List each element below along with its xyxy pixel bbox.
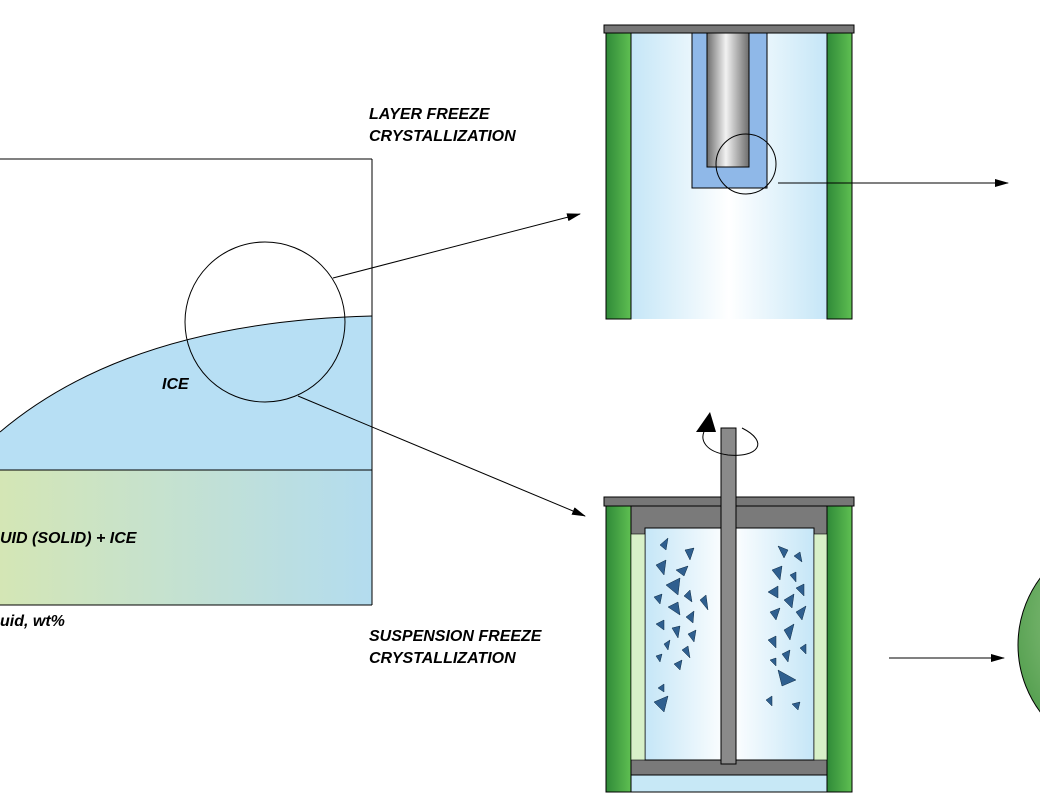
ice-crystals-right: [765, 545, 807, 711]
ice-label: ICE: [162, 376, 190, 393]
ice-crystals-left: [653, 537, 709, 713]
arrow-to-suspension: [297, 395, 586, 517]
arrow-to-layer: [332, 213, 581, 279]
ice-region: [0, 316, 372, 470]
suspension-freeze-label-line1: SUSPENSION FREEZE: [369, 628, 543, 645]
vessel-left-wall: [605, 31, 632, 320]
rotation-arrow: [702, 427, 759, 456]
vessel-right-wall: [826, 505, 853, 793]
suspension-freeze-vessel: [603, 412, 1005, 793]
liquidus-curve: [0, 315, 373, 433]
vessel-left-wall: [605, 505, 632, 793]
x-axis-label: uid, wt%: [0, 613, 65, 630]
magnifier-circle: [184, 241, 346, 403]
layer-freeze-vessel: [603, 24, 1009, 320]
detail-circle: [715, 133, 777, 195]
suspension-freeze-label-line2: CRYSTALLIZATION: [369, 650, 516, 667]
layer-freeze-label-line1: LAYER FREEZE: [369, 106, 491, 123]
vessel-lid: [603, 24, 855, 34]
vessel-bottom: [630, 774, 828, 793]
vessel-right-wall: [826, 31, 853, 320]
cooling-rod: [706, 32, 750, 168]
agitator-shaft: [720, 427, 737, 765]
layer-freeze-label-line2: CRYSTALLIZATION: [369, 128, 516, 145]
crystal-disc: [1017, 577, 1040, 713]
liquid-solid-ice-label: UID (SOLID) + ICE: [0, 530, 138, 547]
rotation-arrow-head: [696, 412, 716, 432]
right-pale-strip: [813, 533, 828, 761]
phase-diagram: ICE UID (SOLID) + ICE uid, wt%: [0, 158, 373, 630]
liquid-solid-ice-region: [0, 470, 372, 605]
left-pale-strip: [630, 533, 646, 761]
